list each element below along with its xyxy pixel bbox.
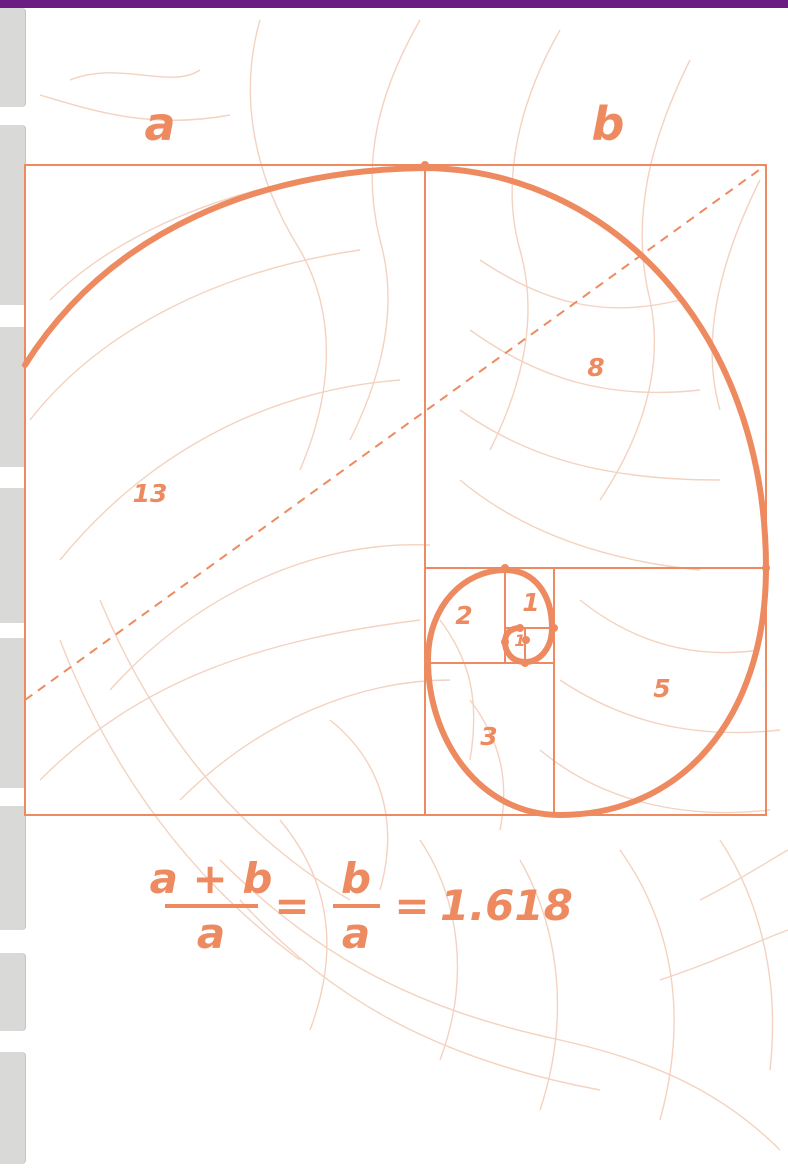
formula-equals-2: = xyxy=(394,881,429,930)
formula-denominator-left: a xyxy=(197,909,225,958)
label-b: b xyxy=(592,97,625,151)
square-label-8: 8 xyxy=(587,353,604,382)
formula-equals-1: = xyxy=(274,881,309,930)
square-label-5: 5 xyxy=(653,674,670,703)
label-a: a xyxy=(144,97,175,151)
formula-value: 1.618 xyxy=(440,881,573,930)
golden-ratio-formula: a + b a = b a = 1.618 xyxy=(150,854,573,958)
square-label-13: 13 xyxy=(133,479,168,508)
diagonal-dashed-line xyxy=(25,165,766,700)
spiral-points xyxy=(421,161,770,667)
square-label-3: 3 xyxy=(480,722,497,751)
nautilus-shell-illustration xyxy=(30,20,788,1150)
square-label-2: 2 xyxy=(455,601,472,630)
formula-numerator-left: a + b xyxy=(150,854,273,903)
formula-denominator-right: a xyxy=(342,909,370,958)
square-label-1-small: 1 xyxy=(514,631,525,650)
square-label-1: 1 xyxy=(522,588,539,617)
formula-numerator-right: b xyxy=(341,854,371,903)
